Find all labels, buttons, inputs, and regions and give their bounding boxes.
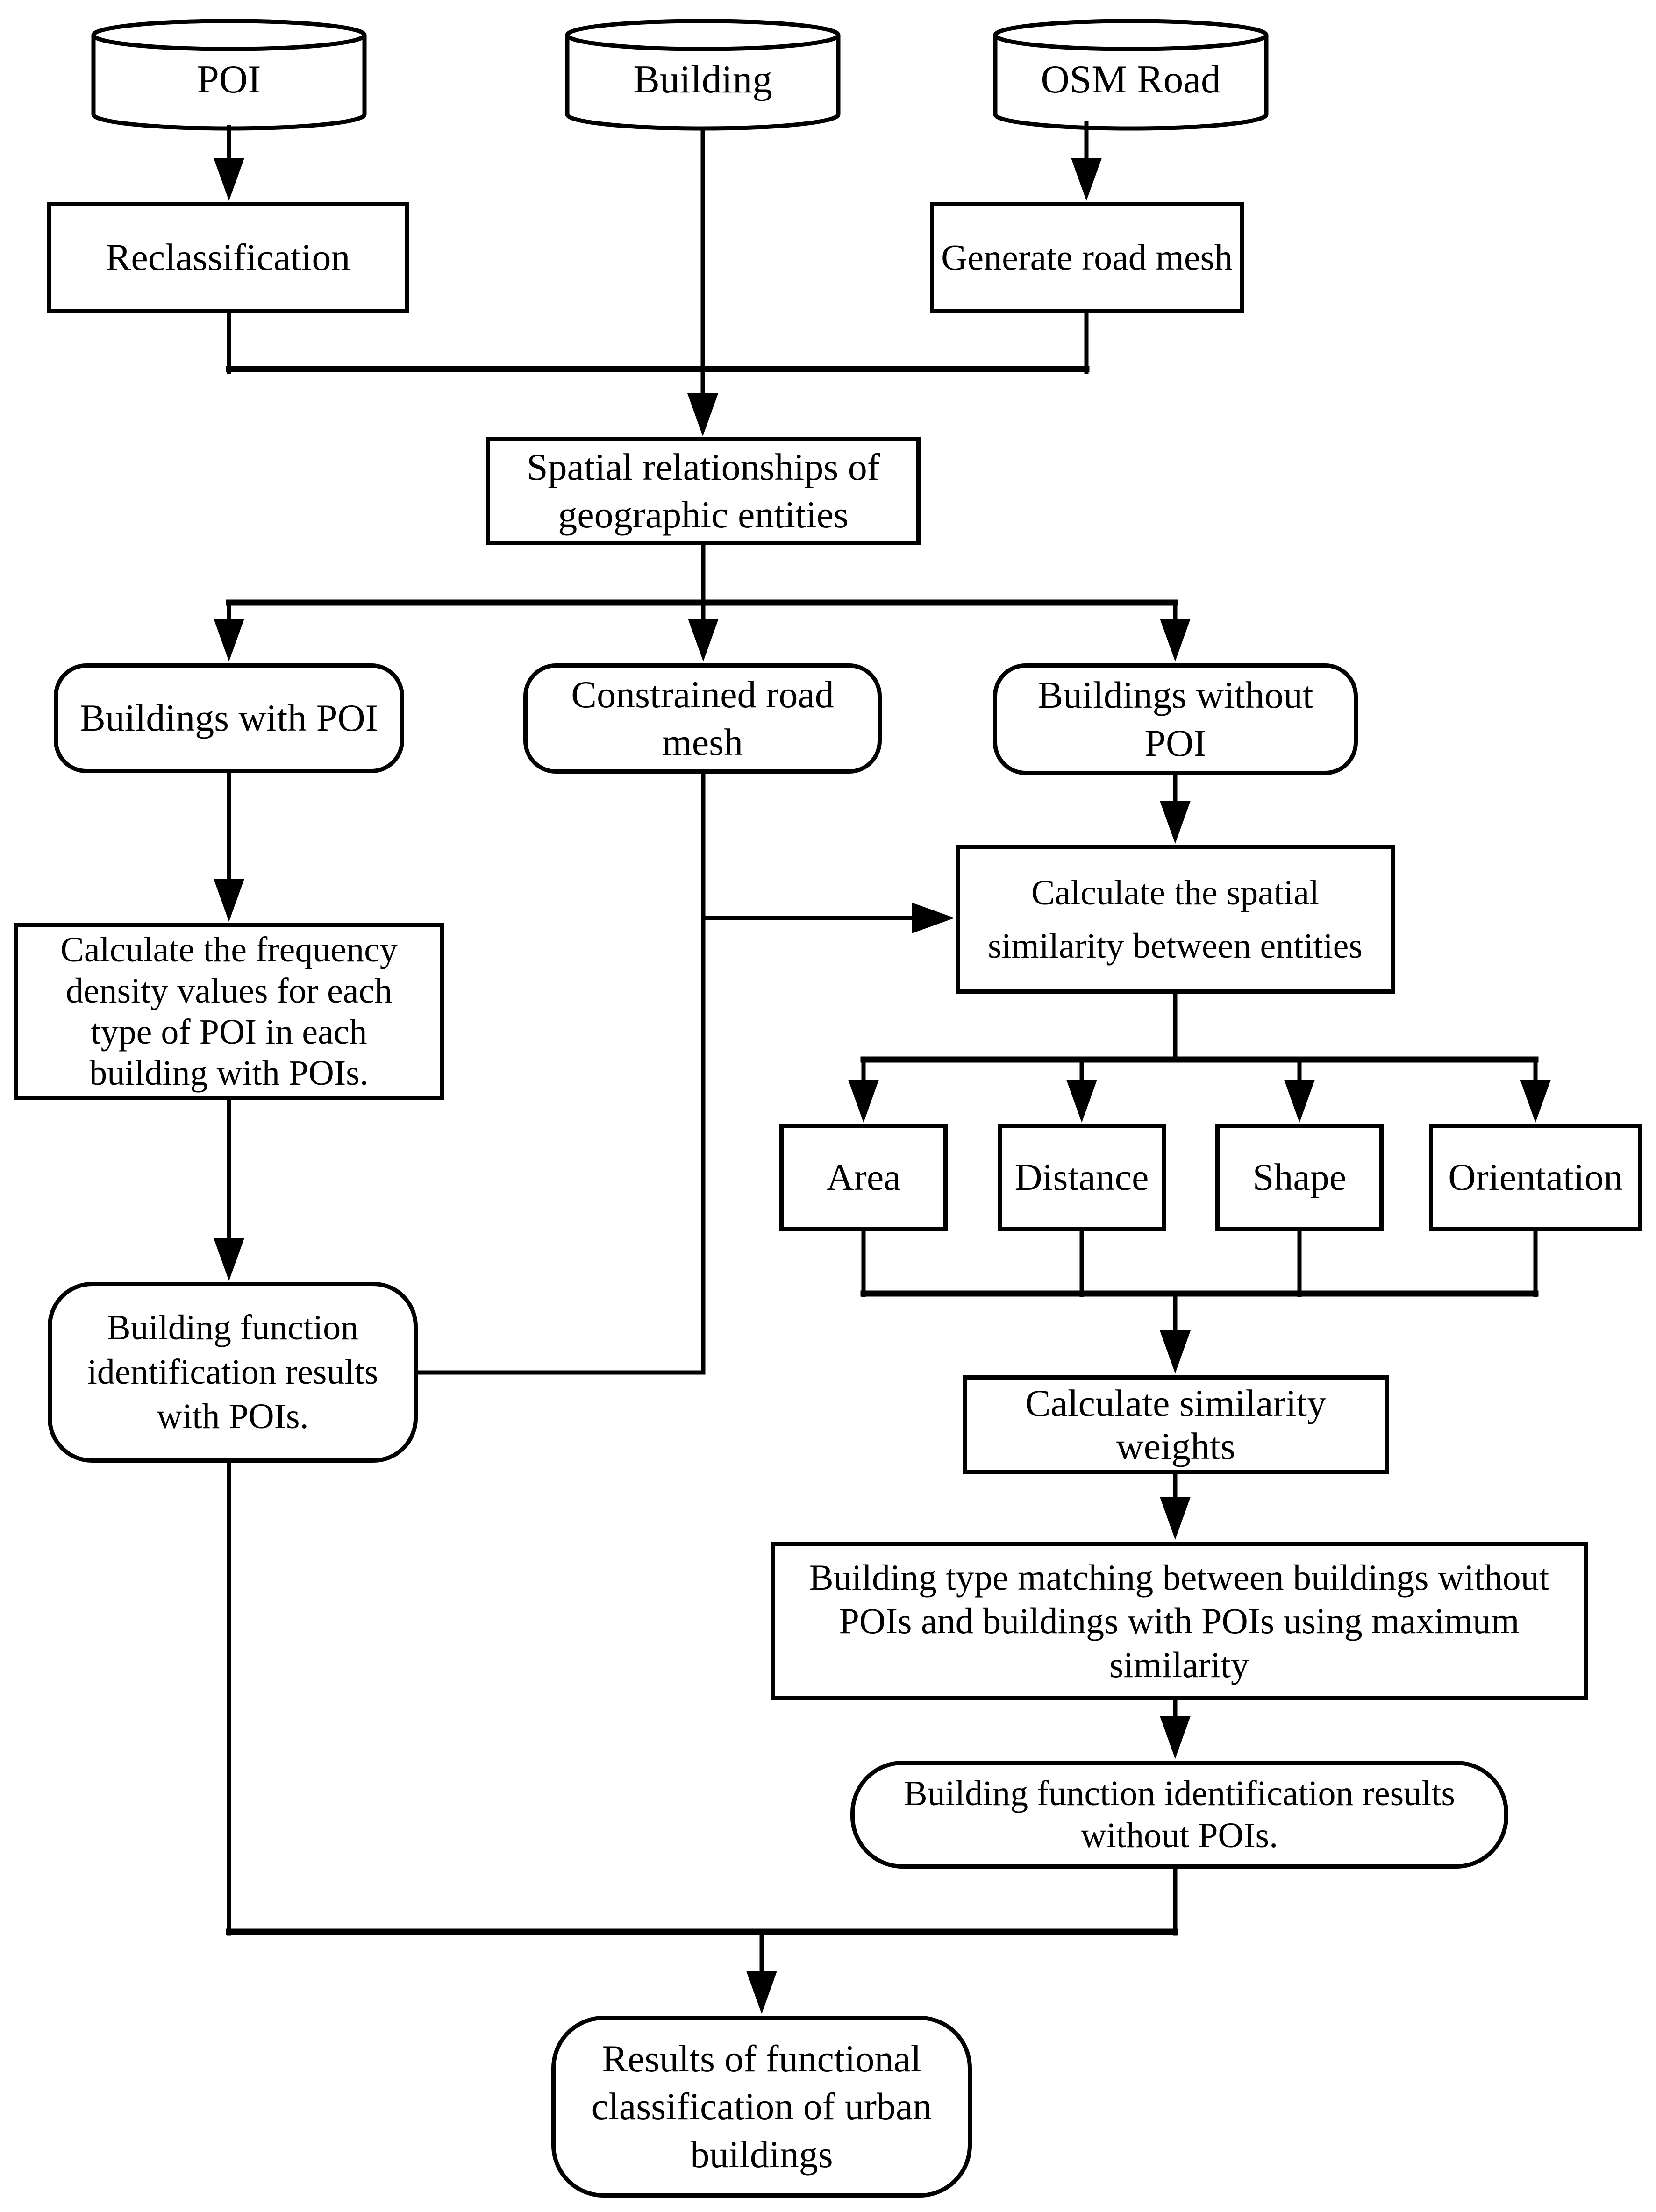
node-buildings-with-poi: Buildings with POI xyxy=(54,663,404,773)
node-generate-road-mesh-label: Generate road mesh xyxy=(941,237,1233,278)
node-buildings-without-poi: Buildings without POI xyxy=(993,663,1358,775)
node-poi: POI xyxy=(93,44,364,114)
node-final-results-label: Results of functional classification of … xyxy=(591,2037,932,2176)
node-results-with-pois: Building function identification results… xyxy=(48,1282,418,1463)
node-generate-road-mesh: Generate road mesh xyxy=(930,202,1244,313)
node-results-with-pois-label: Building function identification results… xyxy=(87,1308,378,1436)
node-calc-frequency: Calculate the frequency density values f… xyxy=(14,923,444,1100)
node-building-type-matching-label: Building type matching between buildings… xyxy=(809,1557,1549,1685)
node-results-without-pois: Building function identification results… xyxy=(850,1761,1508,1869)
node-buildings-with-poi-label: Buildings with POI xyxy=(80,697,378,740)
node-spatial-relationships: Spatial relationships of geographic enti… xyxy=(486,437,921,545)
arrowhead-constrained-mesh xyxy=(688,619,719,661)
arrowhead-spatial-relationships xyxy=(687,393,718,436)
node-constrained-road-mesh: Constrained road mesh xyxy=(523,663,882,774)
building-cylinder-shape xyxy=(565,19,841,131)
node-reclassification: Reclassification xyxy=(47,202,409,313)
node-calc-spatial-similarity-label: Calculate the spatial similarity between… xyxy=(987,873,1363,966)
node-final-results: Results of functional classification of … xyxy=(551,2016,972,2198)
arrowhead-buildings-without-poi xyxy=(1160,619,1191,661)
arrowhead-distance xyxy=(1066,1080,1097,1123)
arrowhead-results-with-pois xyxy=(214,1238,244,1281)
arrowhead-spatial-similarity-left xyxy=(912,903,955,933)
node-area: Area xyxy=(779,1124,948,1231)
arrowhead-frequency xyxy=(214,879,244,922)
node-building-type-matching: Building type matching between buildings… xyxy=(771,1542,1588,1700)
node-shape-label: Shape xyxy=(1252,1156,1347,1199)
arrowhead-buildings-with-poi xyxy=(214,619,244,661)
arrowhead-reclassification xyxy=(214,158,244,201)
node-osm-road: OSM Road xyxy=(995,44,1266,114)
arrowhead-matching xyxy=(1160,1497,1191,1540)
node-orientation-label: Orientation xyxy=(1448,1156,1623,1199)
node-shape: Shape xyxy=(1215,1124,1384,1231)
node-distance: Distance xyxy=(998,1124,1166,1231)
node-spatial-relationships-label: Spatial relationships of geographic enti… xyxy=(526,445,880,536)
node-building: Building xyxy=(567,44,838,114)
arrowhead-spatial-similarity-top xyxy=(1160,801,1191,844)
arrowhead-orientation xyxy=(1520,1080,1551,1123)
node-distance-label: Distance xyxy=(1014,1156,1149,1199)
node-building-label: Building xyxy=(633,57,772,101)
arrowhead-area xyxy=(848,1080,879,1123)
node-osm-road-label: OSM Road xyxy=(1041,57,1221,101)
node-constrained-road-mesh-label: Constrained road mesh xyxy=(571,673,834,764)
node-results-without-pois-label: Building function identification results… xyxy=(904,1773,1455,1855)
node-calc-spatial-similarity: Calculate the spatial similarity between… xyxy=(956,845,1395,994)
node-orientation: Orientation xyxy=(1429,1124,1642,1231)
node-calc-frequency-label: Calculate the frequency density values f… xyxy=(60,930,398,1093)
arrowhead-generate-mesh xyxy=(1071,158,1102,201)
osm-road-cylinder-shape xyxy=(993,19,1269,131)
arrowhead-final-results xyxy=(746,1971,777,2014)
node-calc-similarity-weights: Calculate similarity weights xyxy=(963,1375,1389,1474)
node-calc-similarity-weights-label: Calculate similarity weights xyxy=(1025,1381,1327,1467)
node-reclassification-label: Reclassification xyxy=(105,235,350,278)
arrowhead-results-without xyxy=(1160,1716,1191,1759)
arrowhead-weights xyxy=(1160,1330,1191,1373)
node-area-label: Area xyxy=(826,1156,901,1199)
node-poi-label: POI xyxy=(197,57,261,101)
node-buildings-without-poi-label: Buildings without POI xyxy=(1037,674,1313,764)
arrowhead-shape xyxy=(1284,1080,1315,1123)
